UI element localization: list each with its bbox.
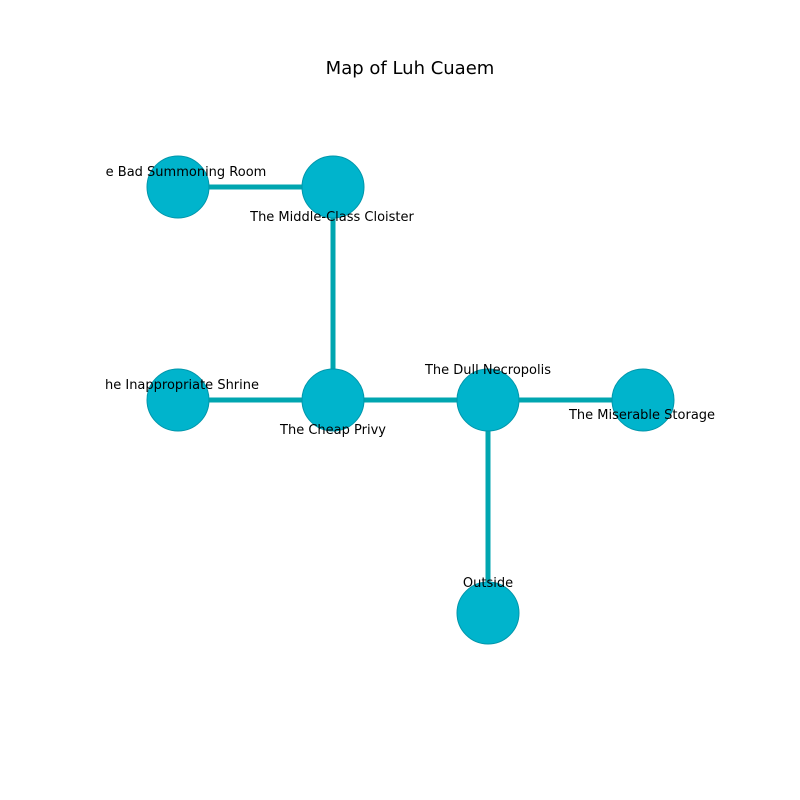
room-label-bad-summoning-room: e Bad Summoning Room bbox=[106, 165, 267, 180]
room-node-cheap-privy bbox=[301, 368, 365, 432]
map-title: Map of Luh Cuaem bbox=[326, 58, 495, 79]
room-node-dull-necropolis bbox=[456, 368, 520, 432]
room-node-outside bbox=[456, 581, 520, 645]
room-node-bad-summoning-room bbox=[146, 155, 210, 219]
edges-layer bbox=[178, 184, 643, 613]
room-label-miserable-storage: The Miserable Storage bbox=[568, 408, 715, 423]
room-node-inappropriate-shrine bbox=[146, 368, 210, 432]
room-label-cheap-privy: The Cheap Privy bbox=[279, 423, 386, 438]
room-node-miserable-storage bbox=[611, 368, 675, 432]
nodes-layer bbox=[146, 155, 675, 645]
room-label-inappropriate-shrine: he Inappropriate Shrine bbox=[105, 378, 259, 393]
room-label-middle-class-cloister: The Middle-Class Cloister bbox=[249, 210, 414, 225]
room-node-middle-class-cloister bbox=[301, 155, 365, 219]
room-label-dull-necropolis: The Dull Necropolis bbox=[424, 363, 551, 378]
room-label-outside: Outside bbox=[463, 576, 513, 591]
